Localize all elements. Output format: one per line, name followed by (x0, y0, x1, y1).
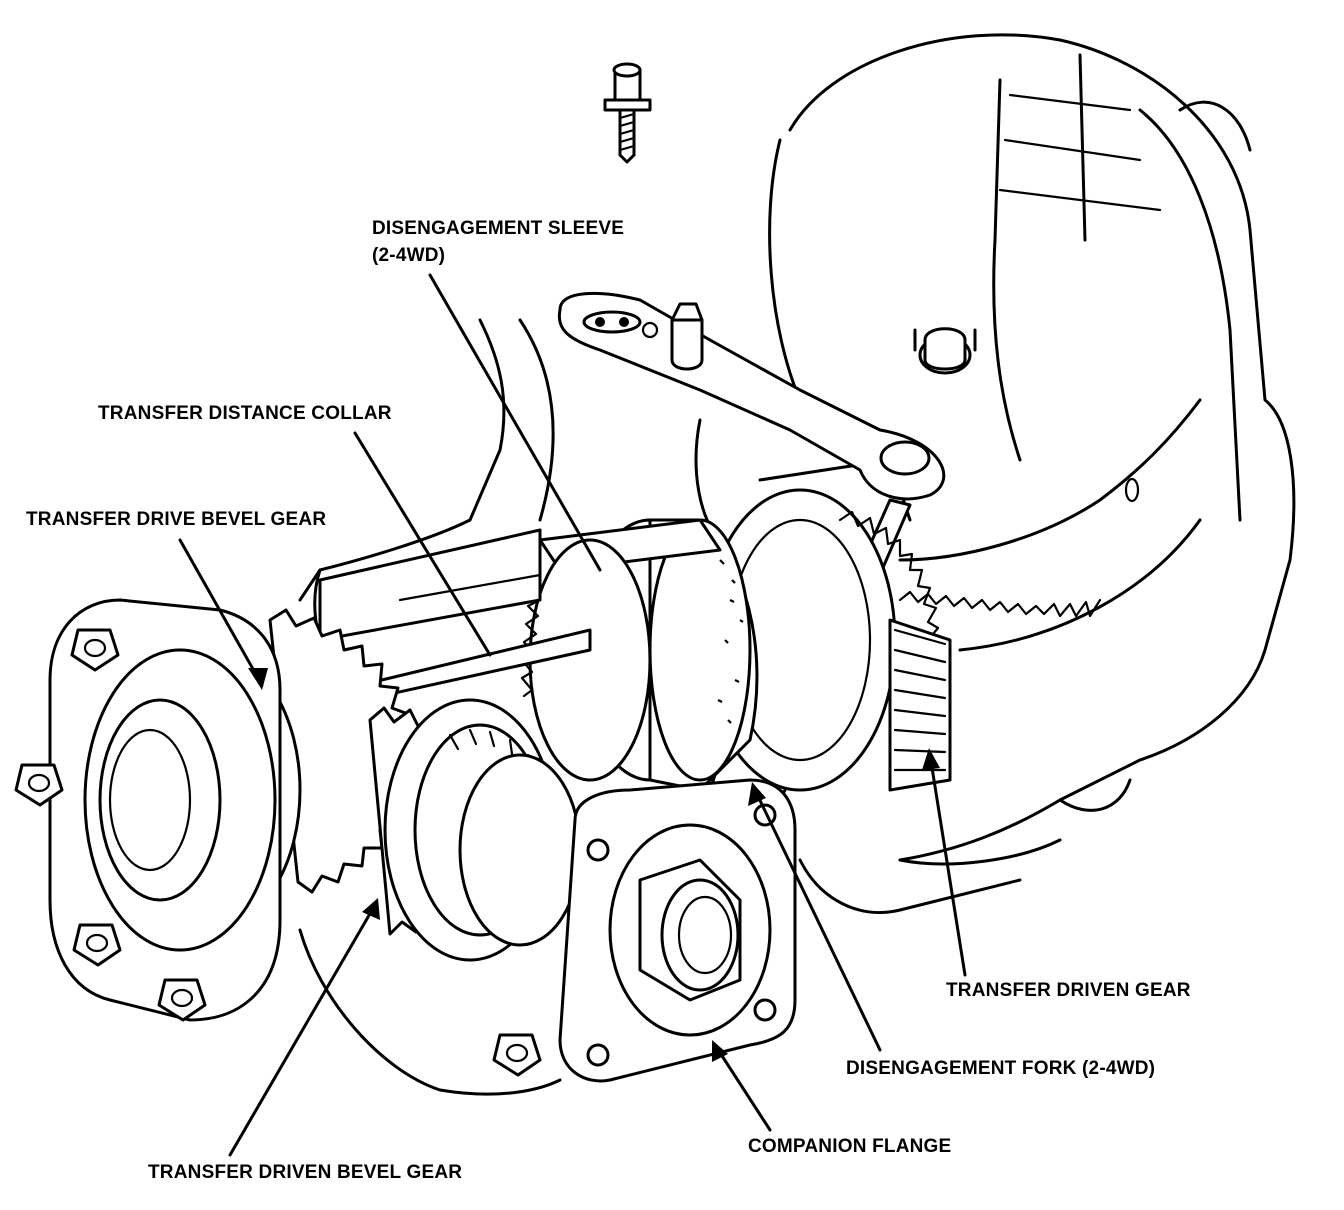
label-companion-flange: COMPANION FLANGE (748, 1136, 952, 1157)
leader-disengagement-sleeve (428, 273, 602, 572)
bolt-icon (603, 62, 652, 164)
label-transfer-distance-collar: TRANSFER DISTANCE COLLAR (98, 403, 392, 424)
label-transfer-drive-bevel-gear: TRANSFER DRIVE BEVEL GEAR (26, 509, 327, 530)
transmission-housing (768, 33, 1296, 866)
leader-distance-collar (353, 431, 492, 657)
label-transfer-driven-bevel-gear: TRANSFER DRIVEN BEVEL GEAR (148, 1162, 463, 1183)
disengagement-sleeve (520, 518, 759, 792)
leader-drive-bevel-gear (178, 538, 264, 687)
front-cover-flange (48, 598, 282, 1022)
leader-lines (178, 273, 967, 1157)
label-disengagement-fork: DISENGAGEMENT FORK (2-4WD) (846, 1058, 1156, 1079)
shift-lever (557, 292, 977, 501)
companion-flange (558, 778, 797, 1083)
leader-companion-flange (713, 1043, 772, 1132)
leader-driven-gear (928, 753, 967, 977)
label-disengagement-sleeve-subtitle: (2-4WD) (372, 245, 446, 266)
label-transfer-driven-gear: TRANSFER DRIVEN GEAR (946, 980, 1191, 1001)
label-disengagement-sleeve: DISENGAGEMENT SLEEVE (372, 218, 625, 239)
transfer-driven-bevel-gear (368, 698, 582, 962)
leader-disengagement-fork (753, 788, 882, 1052)
bolt-heads (14, 628, 542, 1077)
leader-driven-bevel-gear (228, 903, 377, 1157)
